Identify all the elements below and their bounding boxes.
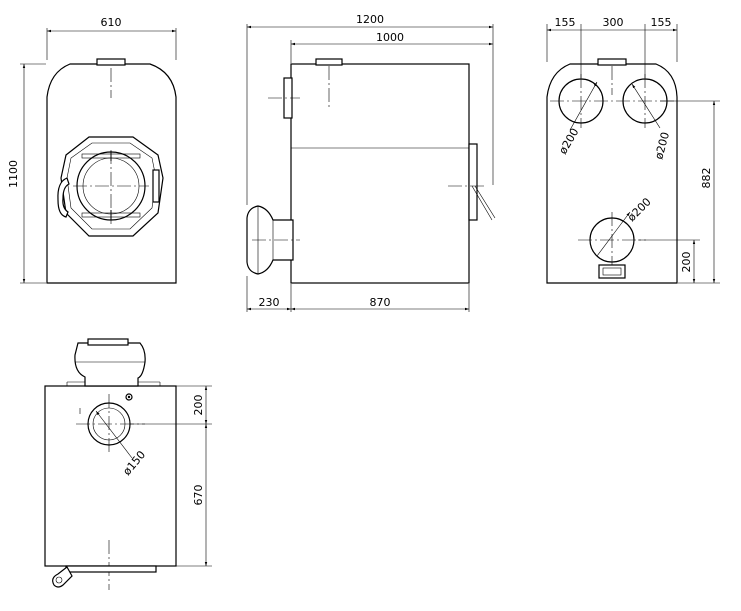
top-door-edge xyxy=(65,565,157,573)
dim-back-right: 155 xyxy=(651,16,672,29)
top-flue-cap xyxy=(87,338,129,346)
front-top-collar xyxy=(96,58,126,66)
dim-front-width: 610 xyxy=(101,16,122,29)
dim-back-height: 882 xyxy=(700,168,713,189)
front-vent-bottom xyxy=(81,210,141,220)
dim-side-body: 1000 xyxy=(376,31,404,44)
front-door-handle xyxy=(57,177,70,218)
dim-back-left: 155 xyxy=(555,16,576,29)
side-top-collar xyxy=(315,58,343,66)
side-view: 1200 1000 230 870 xyxy=(246,13,496,312)
top-door-handle xyxy=(52,566,73,588)
front-door-hinge xyxy=(152,169,160,203)
front-view: 610 1100 xyxy=(7,16,177,284)
top-view: ø150 200 670 xyxy=(44,338,212,590)
side-door-profile xyxy=(468,143,478,221)
dim-side-front-ext: 230 xyxy=(259,296,280,309)
dim-front-height: 1100 xyxy=(7,160,20,188)
front-vent-top xyxy=(81,151,141,161)
dim-top-depth: 670 xyxy=(192,485,205,506)
dim-side-depth: 870 xyxy=(370,296,391,309)
side-body-outline xyxy=(290,63,470,284)
dim-back-mid: 300 xyxy=(603,16,624,29)
dim-back-bottom: 200 xyxy=(680,252,693,273)
back-view: 155 300 155 ø200 ø200 ø200 882 200 xyxy=(546,16,720,284)
back-top-collar xyxy=(597,58,627,66)
dim-top-offset: 200 xyxy=(192,395,205,416)
top-flue-stack xyxy=(74,342,146,387)
dim-side-total: 1200 xyxy=(356,13,384,26)
